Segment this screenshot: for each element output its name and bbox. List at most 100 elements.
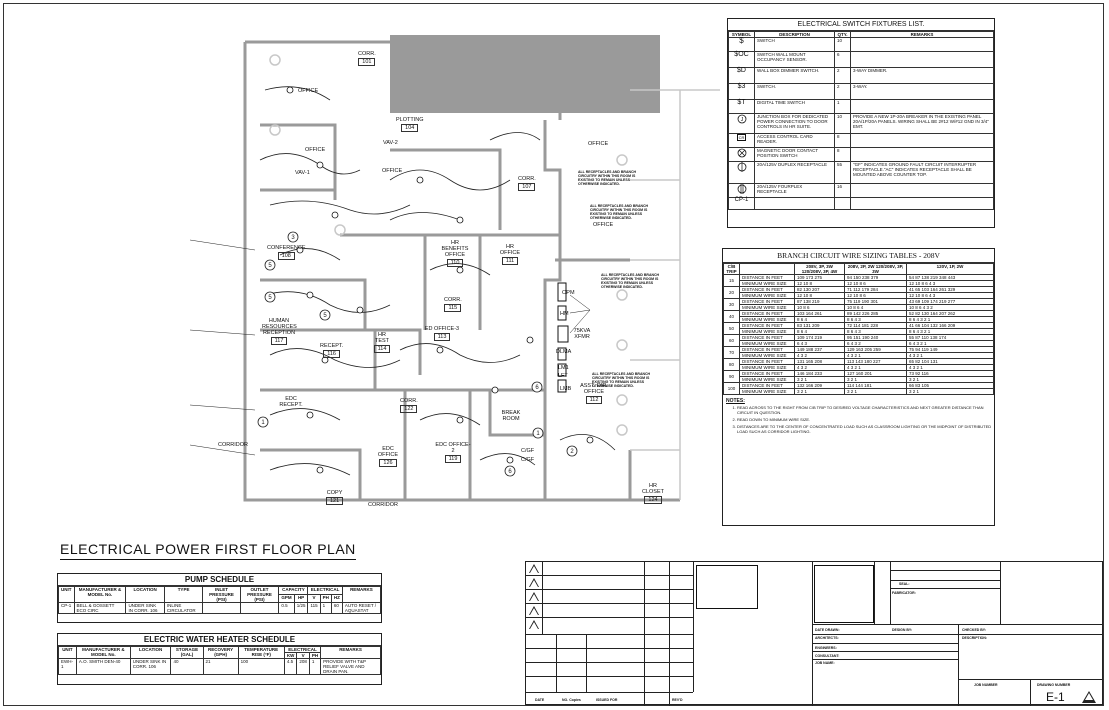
- tag-vav-2: VAV-2: [383, 140, 398, 146]
- table-row: CP-1 BELL & GOSSETT ECO CIRC UNDER SINK …: [58, 602, 382, 614]
- notes-list: READ ACROSS TO THE RIGHT FROM C/B TRIP T…: [723, 405, 994, 434]
- symbol-3way-icon: $3: [728, 83, 755, 100]
- architects-label: ARCHITECTS:: [815, 636, 839, 640]
- revision-triangle-icon: [529, 620, 539, 629]
- symbol-fourplex-receptacle-icon: [728, 183, 755, 198]
- description-label: DESCRIPTION:: [962, 636, 988, 640]
- note-item: READ ACROSS TO THE RIGHT FROM C/B TRIP T…: [737, 405, 994, 415]
- room-office-c: OFFICE: [382, 168, 403, 174]
- svg-text:5: 5: [268, 263, 272, 269]
- room-office-e: OFFICE: [593, 222, 614, 228]
- wire-table-title: BRANCH CIRCUIT WIRE SIZING TABLES - 208V: [723, 249, 994, 263]
- water-heater-table: UNIT MANUFACTURER & MODEL No. LOCATION S…: [58, 646, 381, 675]
- checked-by-label: CHECKED BY:: [962, 628, 987, 632]
- sheet-triangle-icon: [1082, 691, 1096, 703]
- room-recept-116: RECEPT.116: [320, 343, 344, 358]
- plan-title: ELECTRICAL POWER FIRST FLOOR PLAN: [60, 541, 356, 560]
- job-name-label: JOB NAME:: [815, 661, 835, 665]
- sheet-number: E-1: [1046, 690, 1065, 704]
- general-note-4: ALL RECEPTACLES AND BRANCH CIRCUITRY WIT…: [592, 372, 651, 388]
- svg-text:1: 1: [536, 431, 540, 437]
- svg-text:1: 1: [261, 420, 265, 426]
- room-office-b: OFFICE: [305, 147, 326, 153]
- pump-schedule-table: UNIT MANUFACTURER & MODEL No. LOCATION T…: [58, 586, 382, 614]
- note-item: DISTANCES ARE TO THE CENTER OF CONCENTRA…: [737, 424, 994, 434]
- rev-col-date: DATE: [535, 698, 545, 702]
- symbol-junction-box-icon: J: [728, 113, 755, 134]
- title-block: DATE NO. Copies ISSUED FOR REV'D SEAL: F…: [525, 561, 1103, 706]
- job-number-label: JOB NUMBER: [974, 683, 998, 687]
- switch-fixtures-list: ELECTRICAL SWITCH FIXTURES LIST. SYMBOL …: [727, 18, 995, 228]
- sheet-border: [3, 3, 1104, 706]
- rev-col-issued-for: ISSUED FOR: [596, 698, 618, 702]
- equip-hm: HM: [560, 311, 569, 317]
- room-corr-115: CORR.115: [444, 297, 462, 312]
- wire-grid: C/B TRIP 208V, 3P, 3W 120/208V, 3P, 4W 2…: [723, 263, 994, 395]
- tag-cgf-1: C/GF: [521, 448, 535, 454]
- symbol-door-contact-icon: [728, 147, 755, 162]
- equip-lft: LFT: [558, 373, 568, 379]
- note-item: READ DOWN TO MINIMUM WIRE SIZE.: [737, 417, 994, 422]
- symbol-duplex-receptacle-icon: [728, 161, 755, 184]
- seal-label: SEAL:: [899, 582, 910, 586]
- tag-vav-1: VAV-1: [295, 170, 310, 176]
- rev-col-revd: REV'D: [672, 698, 683, 702]
- revision-triangle-icon: [529, 564, 539, 573]
- consultant-label: CONSULTANT:: [815, 654, 840, 658]
- symbol-dimmer-icon: $D: [728, 67, 755, 84]
- pump-schedule: PUMP SCHEDULE UNIT MANUFACTURER & MODEL …: [57, 573, 382, 623]
- room-corridor-a: CORRIDOR: [218, 442, 248, 448]
- water-heater-title: ELECTRIC WATER HEATER SCHEDULE: [58, 634, 381, 646]
- table-row: EWH-1 A.O. SMITH DEN-40 UNDER SINK IN CO…: [58, 658, 381, 675]
- revision-triangle-icon: [529, 578, 539, 587]
- fabricator-label: FABRICATOR:: [892, 591, 916, 595]
- room-corridor-b: CORRIDOR: [368, 502, 398, 508]
- engineers-label: ENGINEERS:: [815, 646, 837, 650]
- svg-text:5: 5: [268, 295, 272, 301]
- general-note-2: ALL RECEPTACLES AND BRANCH CIRCUITRY WIT…: [590, 204, 649, 220]
- symbol-time-switch-icon: $T: [728, 99, 755, 114]
- wire-col-group-3: 120V, 1P, 2W: [906, 263, 994, 275]
- symbol-cp1: CP-1: [728, 197, 755, 210]
- revision-triangle-icon: [529, 592, 539, 601]
- pump-schedule-title: PUMP SCHEDULE: [58, 574, 381, 586]
- svg-text:3: 3: [291, 235, 295, 241]
- wire-col-group-1: 208V, 3P, 3W 120/208V, 3P, 4W: [794, 263, 845, 275]
- floor-plan-drawing: 3 5 5 5 1 6 6 2 1: [189, 35, 720, 502]
- stamp-box-2: [814, 565, 874, 623]
- symbol-switch-icon: $: [728, 37, 755, 52]
- stamp-box-1: [696, 565, 758, 609]
- table-row: CP-1: [728, 197, 994, 210]
- revision-block: [526, 562, 694, 706]
- room-corr-101: CORR.101: [358, 51, 376, 66]
- equip-opm: OPM: [562, 290, 575, 296]
- wire-sizing-table: BRANCH CIRCUIT WIRE SIZING TABLES - 208V…: [722, 248, 995, 526]
- switch-list-title: ELECTRICAL SWITCH FIXTURES LIST.: [728, 19, 994, 31]
- symbol-card-reader-icon: CR: [728, 133, 755, 148]
- equip-dlma: DLMA: [556, 349, 572, 355]
- svg-text:6: 6: [535, 385, 539, 391]
